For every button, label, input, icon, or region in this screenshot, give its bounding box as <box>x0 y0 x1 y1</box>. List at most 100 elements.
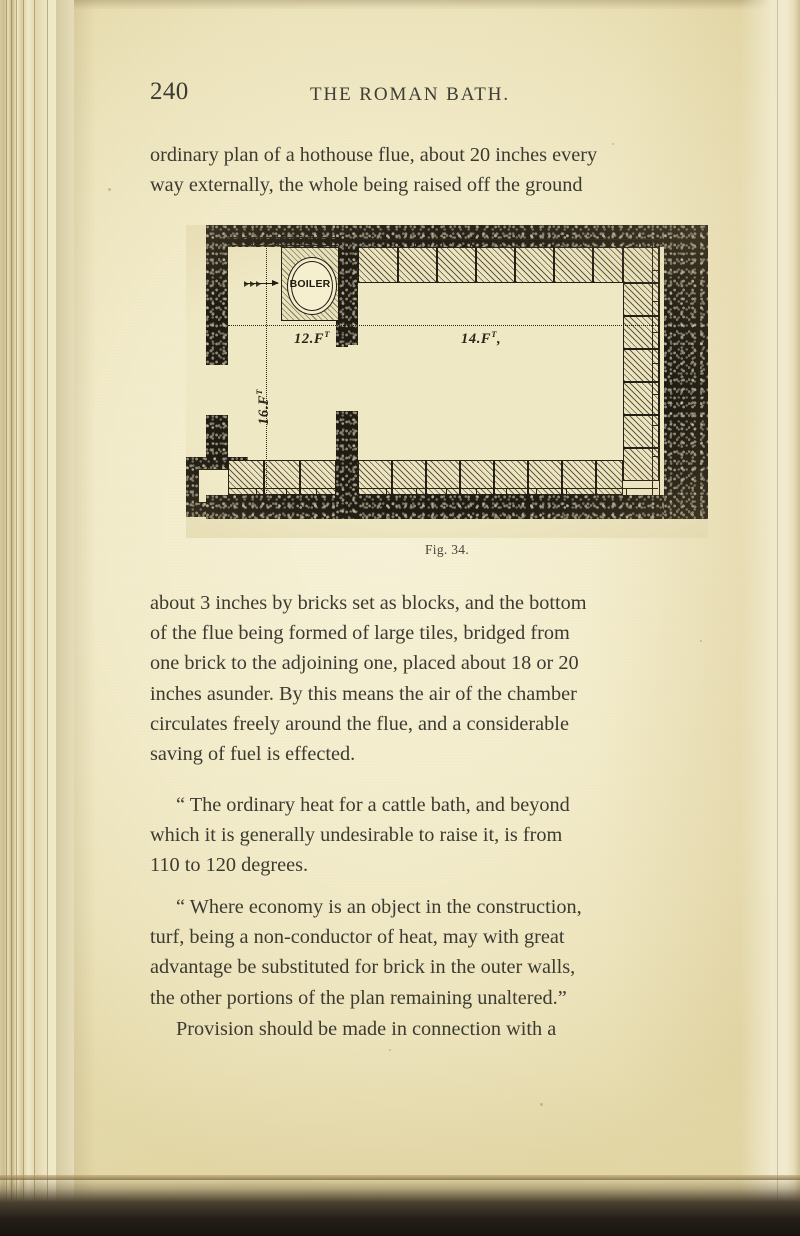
text-line-content: “ Where economy is an object in the cons… <box>176 896 582 918</box>
flue-joint <box>286 488 288 495</box>
flue-joint <box>470 239 472 247</box>
text-line: way externally, the whole being raised o… <box>150 174 583 197</box>
flue-block <box>623 382 659 415</box>
text-line: the other portions of the plan remaining… <box>150 986 567 1009</box>
flue-joint <box>476 488 478 495</box>
flue-joint <box>652 456 660 458</box>
flue-joint <box>652 332 660 334</box>
flue-block <box>515 247 554 283</box>
paper-speck <box>246 845 248 847</box>
flue-joint <box>652 394 660 396</box>
dimension-line-horizontal <box>228 325 660 326</box>
boiler-outline-inner <box>291 261 333 311</box>
wall-left-upper <box>206 225 228 365</box>
flue-block <box>596 460 623 495</box>
gutter-line <box>6 0 7 1236</box>
dimension-line-vertical <box>266 239 267 495</box>
dimension-label-16ft: 16.FT <box>254 389 273 425</box>
text-line: saving of fuel is effected. <box>150 743 356 766</box>
flue-block <box>623 448 659 481</box>
flue-joint <box>386 239 388 247</box>
flow-arrow-feather-icon <box>256 280 261 287</box>
flue-joint <box>554 239 556 247</box>
flue-block <box>426 460 460 495</box>
text-line-content: Provision should be made in connection w… <box>176 1018 557 1040</box>
flue-joint <box>330 237 332 245</box>
wall-divider-jamb <box>336 333 348 347</box>
paper-speck <box>612 143 614 145</box>
flue-block <box>623 247 659 283</box>
flue-joint <box>652 425 660 427</box>
flue-joint <box>526 239 528 247</box>
flow-arrow-head-icon <box>272 279 279 286</box>
flue-joint <box>316 488 318 495</box>
paper-speck <box>389 1049 391 1051</box>
text-line: circulates freely around the flue, and a… <box>150 712 569 735</box>
dimension-value: 16.F <box>255 394 272 425</box>
flue-block <box>494 460 528 495</box>
text-line: inches asunder. By this means the air of… <box>150 682 577 705</box>
page-bottom-shadow <box>0 1178 800 1236</box>
text-line: “ The ordinary heat for a cattle bath, a… <box>150 790 662 820</box>
text-line: “ Where economy is an object in the cons… <box>150 892 662 922</box>
wall-right <box>664 225 708 519</box>
paper-speck <box>540 1103 543 1106</box>
flue-joint <box>416 488 418 495</box>
dimension-label-12ft: 12.FT <box>294 329 330 348</box>
flue-joint <box>506 488 508 495</box>
paragraph-5: Provision should be made in connection w… <box>150 1014 662 1044</box>
text-line: about 3 inches by bricks set as blocks, … <box>150 592 587 614</box>
flue-joint <box>446 488 448 495</box>
dimension-label-14ft: 14.FT, <box>461 329 501 348</box>
page-bottom-edge-line <box>0 1175 800 1180</box>
flow-arrow-shaft <box>244 283 278 285</box>
wall-bottom <box>206 495 708 519</box>
gutter-line <box>16 0 17 1236</box>
text-line: one brick to the adjoining one, placed a… <box>150 652 579 675</box>
figure-caption: Fig. 34. <box>424 542 470 557</box>
flue-joint <box>652 301 660 303</box>
flue-joint <box>386 488 388 495</box>
flue-joint <box>638 239 640 247</box>
flue-block <box>593 247 623 283</box>
flue-block <box>264 460 300 495</box>
flue-block <box>300 460 336 495</box>
gutter-shadow <box>56 0 96 1236</box>
flue-joint <box>610 239 612 247</box>
flow-arrow-feather-icon <box>244 280 249 287</box>
paper-speck <box>108 188 111 191</box>
flue-block <box>623 349 659 382</box>
page-number: 240 <box>150 78 189 105</box>
text-line: which it is generally undesirable to rai… <box>150 824 563 847</box>
text-line: advantage be substituted for brick in th… <box>150 956 576 979</box>
figure-34: BOILER <box>186 225 708 570</box>
flue-joint <box>582 239 584 247</box>
dimension-unit-sup: T <box>254 389 264 395</box>
text-line: of the flue being formed of large tiles,… <box>150 622 570 645</box>
gutter-line <box>11 0 12 1236</box>
text-line: Provision should be made in connection w… <box>150 1014 662 1044</box>
dimension-value: 14.F <box>461 330 492 347</box>
flue-joint <box>278 237 280 245</box>
flue-joint <box>414 239 416 247</box>
flue-edge-left-room-top <box>228 237 338 239</box>
text-line: 110 to 120 degrees. <box>150 854 309 877</box>
boiler-label: BOILER <box>289 278 331 290</box>
flue-outline-right <box>659 239 661 495</box>
wall-divider-upper <box>336 225 358 345</box>
dimension-unit-sup: T <box>491 329 497 339</box>
paragraph-1: ordinary plan of a hothouse flue, about … <box>150 140 662 200</box>
wall-divider-lower <box>336 411 358 519</box>
flue-edge-left-room-top2 <box>228 245 338 247</box>
running-head: 240 THE ROMAN BATH. <box>150 78 670 105</box>
flue-block <box>554 247 593 283</box>
flue-outline-bottom <box>228 488 336 490</box>
flue-joint <box>304 237 306 245</box>
gutter-line <box>23 0 24 1236</box>
paper-speck <box>700 640 702 642</box>
flue-joint <box>652 270 660 272</box>
flue-joint <box>256 488 258 495</box>
flue-block <box>392 460 426 495</box>
